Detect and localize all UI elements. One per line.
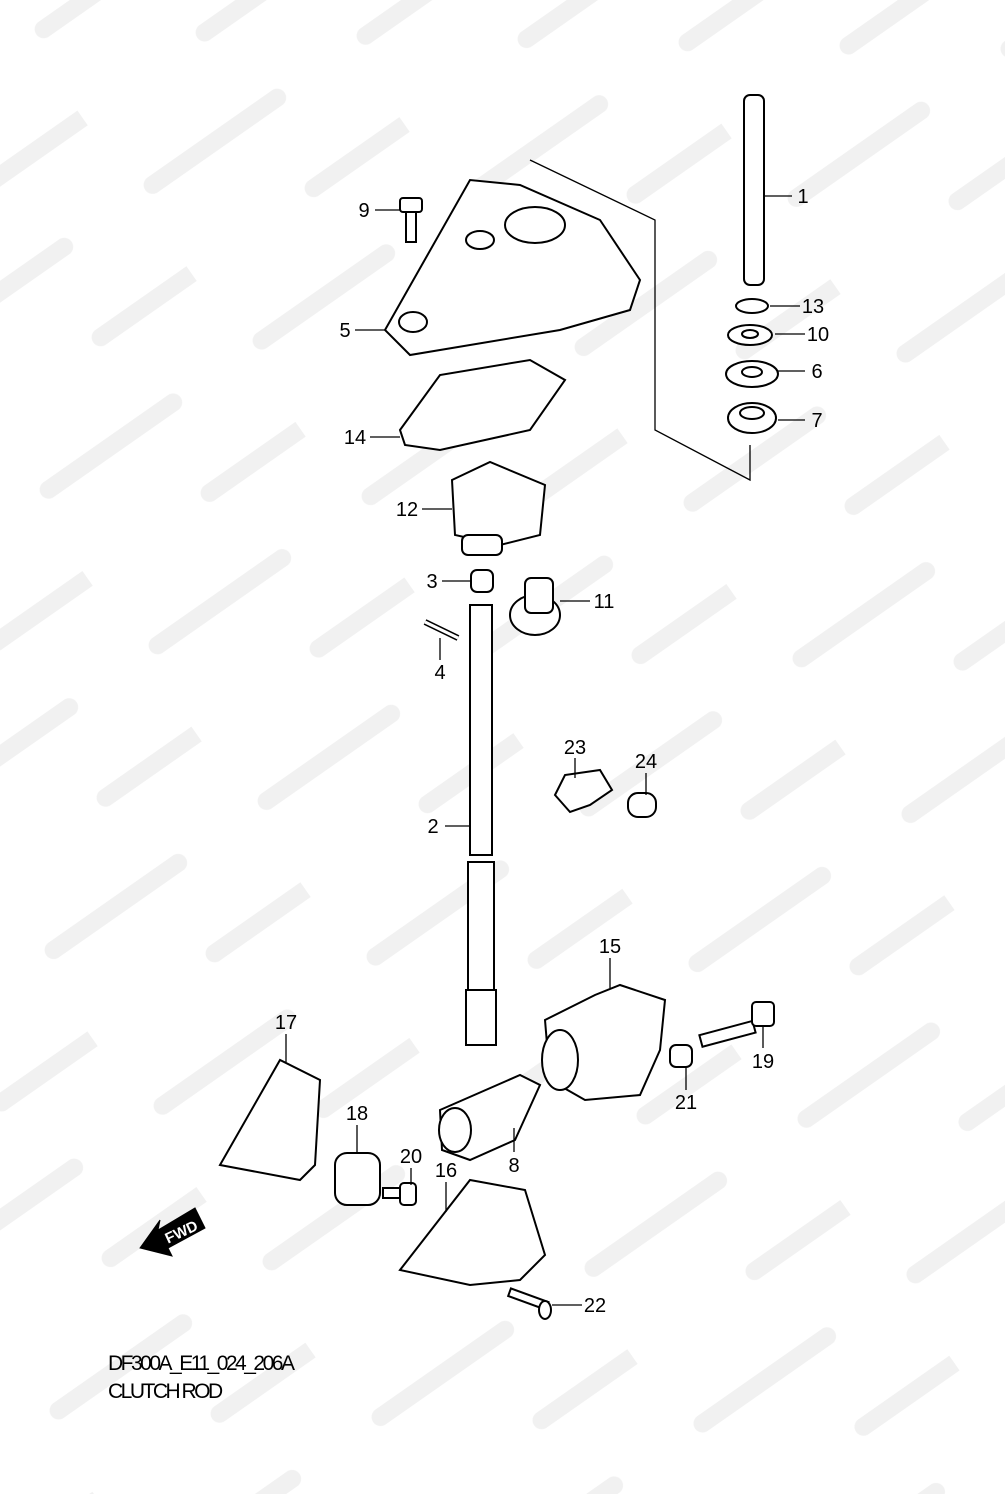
callout-4: 4 <box>434 662 445 684</box>
part-15-housing <box>541 983 667 1102</box>
callout-15: 15 <box>599 936 621 958</box>
callout-16: 16 <box>435 1160 457 1182</box>
part-20-screw <box>382 1182 417 1206</box>
callout-24: 24 <box>635 751 657 773</box>
part-6-washer <box>725 360 779 388</box>
callout-13: 13 <box>802 296 824 318</box>
fwd-arrow-icon: FWD <box>139 1207 206 1257</box>
callout-5: 5 <box>339 320 350 342</box>
part-9-bolt <box>399 197 423 243</box>
part-16-plate <box>398 1178 547 1287</box>
callout-10: 10 <box>807 324 829 346</box>
part-4-pin <box>423 619 460 641</box>
part-23-clip <box>553 768 614 814</box>
callout-11: 11 <box>594 591 615 613</box>
part-24-cap <box>627 792 657 818</box>
part-2-clutch-rod <box>465 604 497 1046</box>
callout-22: 22 <box>584 1295 606 1317</box>
callout-20: 20 <box>400 1146 422 1168</box>
callout-19: 19 <box>752 1051 774 1073</box>
part-1-shaft <box>743 94 765 286</box>
callout-9: 9 <box>358 200 369 222</box>
part-5-cover <box>383 178 642 357</box>
callout-18: 18 <box>346 1103 368 1125</box>
callout-6: 6 <box>811 361 822 383</box>
callout-23: 23 <box>564 737 586 759</box>
callout-2: 2 <box>427 816 438 838</box>
part-11-gear <box>509 577 561 636</box>
callout-21: 21 <box>675 1092 697 1114</box>
callout-17: 17 <box>275 1012 297 1034</box>
callout-7: 7 <box>811 410 822 432</box>
part-21-sleeve <box>669 1044 693 1068</box>
callout-12: 12 <box>396 499 418 521</box>
part-10-washer <box>727 324 773 346</box>
part-18-collar <box>334 1152 381 1206</box>
part-17-cover <box>218 1058 322 1182</box>
callout-8: 8 <box>508 1155 519 1177</box>
part-12-block <box>450 460 547 556</box>
part-8-joint <box>438 1073 542 1162</box>
part-7-seal <box>727 402 777 434</box>
bracket-lines <box>529 159 751 482</box>
part-3-bushing <box>470 569 494 593</box>
part-14-gasket <box>398 358 567 452</box>
part-22-screw <box>506 1287 552 1320</box>
callout-14: 14 <box>344 427 366 449</box>
part-13-ring <box>735 298 769 314</box>
diagram-title: CLUTCH ROD <box>108 1380 223 1403</box>
diagram-code: DF300A_E11_024_206A <box>108 1352 295 1375</box>
callout-1: 1 <box>797 186 808 208</box>
part-19-bolt <box>698 1001 775 1049</box>
callout-3: 3 <box>426 571 437 593</box>
